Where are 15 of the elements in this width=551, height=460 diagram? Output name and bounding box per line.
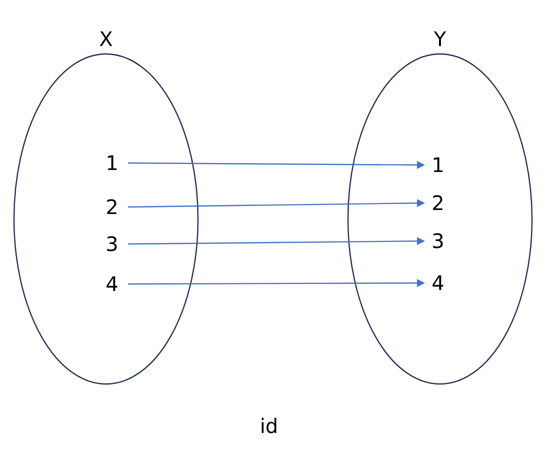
element-label: 2 [430,191,446,215]
element-label: 4 [430,271,446,295]
set-heading: Y [432,27,448,51]
element-label: 3 [104,232,120,256]
element-label: 1 [104,151,120,175]
arrow [128,279,425,288]
set-heading: X [98,27,114,51]
arrow [128,160,425,169]
element-label: 4 [104,272,120,296]
element-label: 2 [104,195,120,219]
caption: id [258,414,280,438]
arrow [128,237,425,246]
arrow [128,199,425,208]
element-label: 3 [430,229,446,253]
element-label: 1 [430,153,446,177]
